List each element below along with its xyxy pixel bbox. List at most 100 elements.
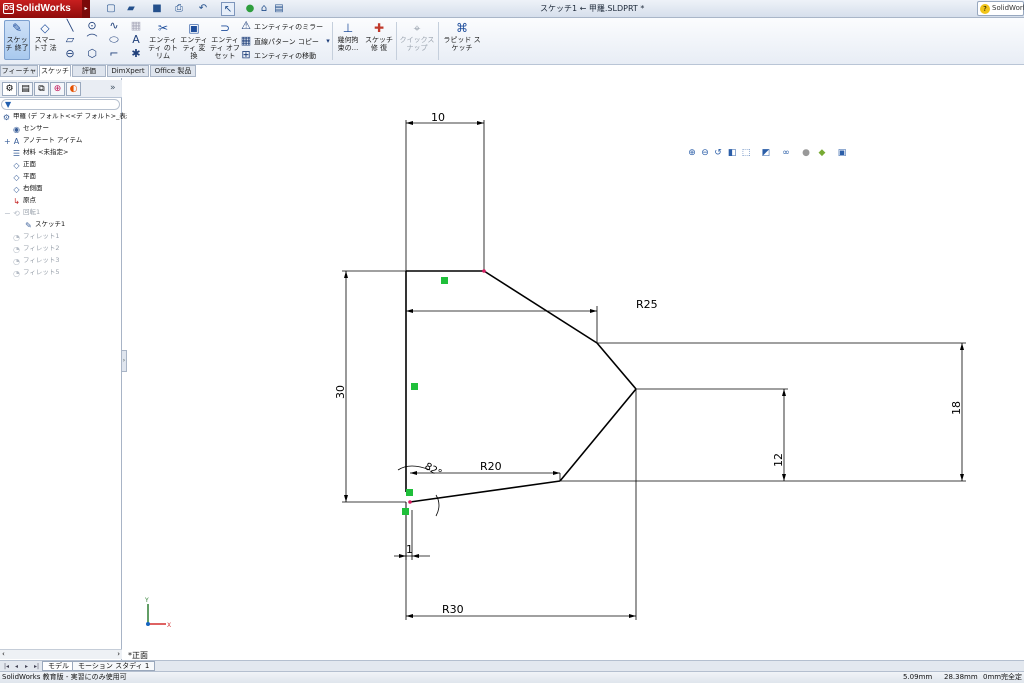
tab-dimxpert[interactable]: DimXpert <box>107 65 149 77</box>
spline-icon[interactable]: ∿ <box>109 19 119 32</box>
tree-item-fillet5[interactable]: ◔フィレット5 <box>12 267 60 278</box>
tree-item-revolve[interactable]: −⟲回転1 <box>4 207 40 218</box>
new-document-icon[interactable]: ▢ <box>106 3 116 14</box>
expand-panel-icon[interactable]: » <box>110 83 116 93</box>
dropdown-arrow-icon[interactable]: ▾ <box>326 37 330 45</box>
tree-item-right-plane[interactable]: ◇右側面 <box>12 183 42 194</box>
fillet-icon: ◔ <box>13 233 20 242</box>
print-icon[interactable]: ⎙ <box>175 3 183 14</box>
menu-arrow-icon[interactable]: ▸ <box>82 0 90 18</box>
smart-dimension-button[interactable]: ◇ スマート寸 法 <box>32 21 58 52</box>
dim-offset-1[interactable]: 1 <box>406 543 413 556</box>
rapid-sketch-button[interactable]: ⌘ ラピッド スケッチ <box>440 21 484 52</box>
hide-show-items-icon[interactable]: ∞ <box>782 148 790 158</box>
sketch-line-lower-tip[interactable] <box>559 388 637 482</box>
view-orientation-icon[interactable]: ⬚ <box>741 148 751 158</box>
panel-horizontal-scrollbar[interactable]: ‹ › <box>0 649 122 659</box>
display-relations-button[interactable]: ⊥ 幾何拘 束の... <box>334 21 362 52</box>
tab-motion-study-1[interactable]: モーション スタディ 1 <box>72 661 156 671</box>
circle-icon[interactable]: ⊙ <box>87 19 97 32</box>
next-tab-icon[interactable]: ▸ <box>24 663 28 670</box>
tab-office-products[interactable]: Office 製品 <box>150 65 196 77</box>
section-view-icon[interactable]: ◧ <box>727 148 737 158</box>
grid-icon[interactable]: ▦ <box>130 19 142 32</box>
sketch-line-bottom[interactable] <box>409 480 561 503</box>
tree-item-origin[interactable]: ↳原点 <box>12 195 36 206</box>
dim-radius-r20[interactable]: R20 <box>480 460 502 473</box>
slot-icon[interactable]: ⊖ <box>65 47 75 60</box>
dim-height-12[interactable]: 12 <box>772 453 785 467</box>
rectangle-icon[interactable]: ▱ <box>65 33 75 46</box>
open-folder-icon[interactable]: ▰ <box>127 3 135 14</box>
sketch-line-upper-slope[interactable] <box>483 270 598 344</box>
polygon-icon[interactable]: ⬡ <box>87 47 97 60</box>
panel-collapse-handle[interactable]: › <box>121 350 127 372</box>
fillet-sketch-icon[interactable]: ⌐ <box>109 47 119 60</box>
linear-pattern-button[interactable]: 直線パターン コピー <box>254 38 319 46</box>
property-manager-tab-icon[interactable]: ▤ <box>18 82 33 96</box>
tree-item-top-plane[interactable]: ◇平面 <box>12 171 36 182</box>
ellipse-icon[interactable]: ⬭ <box>109 33 119 46</box>
last-tab-icon[interactable]: ▸| <box>33 663 40 670</box>
text-icon[interactable]: A <box>132 33 140 46</box>
sketch-line-upper-tip[interactable] <box>596 342 637 390</box>
dim-width-top[interactable]: 10 <box>431 111 445 124</box>
tree-item-front-plane[interactable]: ◇正面 <box>12 159 36 170</box>
repair-sketch-button[interactable]: ✚ スケッチ修 復 <box>364 21 394 52</box>
tree-item-sensors[interactable]: ◉センサー <box>12 123 49 134</box>
save-icon[interactable]: ■ <box>152 3 162 14</box>
tree-item-sketch1[interactable]: ✎スケッチ1 <box>24 219 65 230</box>
dim-height-30[interactable]: 30 <box>334 385 347 399</box>
tree-root-part[interactable]: ⚙甲羅 (デ フォルト<<デ フォルト>_表示状 <box>2 111 139 122</box>
arc-icon[interactable]: ⌒ <box>86 33 98 46</box>
dim-radius-r25[interactable]: R25 <box>636 298 658 311</box>
tree-item-fillet2[interactable]: ◔フィレット2 <box>12 243 60 254</box>
fillet-icon: ◔ <box>13 257 20 266</box>
move-entities-button[interactable]: エンティティの移動 <box>254 52 317 60</box>
convert-entities-button[interactable]: ▣ エンティティ 変換 <box>180 21 208 60</box>
dim-radius-r30[interactable]: R30 <box>442 603 464 616</box>
tab-sketch[interactable]: スケッチ <box>39 65 71 77</box>
tree-item-material[interactable]: ☰材料 <未指定> <box>12 147 69 158</box>
display-style-icon[interactable]: ◩ <box>761 148 771 158</box>
zoom-to-area-icon[interactable]: ⊖ <box>701 148 709 158</box>
graphics-area[interactable]: ⊕ ⊖ ↺ ◧ ⬚ ◩ ∞ ● ◆ ▣ <box>127 78 1024 660</box>
edit-appearance-icon[interactable]: ● <box>802 148 810 158</box>
first-tab-icon[interactable]: |◂ <box>3 663 10 670</box>
previous-view-icon[interactable]: ↺ <box>714 148 722 158</box>
quick-snaps-button[interactable]: ⌖ クイックスナップ <box>398 21 436 52</box>
undo-icon[interactable]: ↶ <box>198 3 208 14</box>
dim-height-18[interactable]: 18 <box>950 401 963 415</box>
apply-scene-icon[interactable]: ◆ <box>818 148 826 158</box>
help-search-box[interactable]: ?SolidWorks <box>977 1 1024 16</box>
display-manager-tab-icon[interactable]: ◐ <box>66 82 81 96</box>
select-pointer-icon[interactable]: ↖ <box>221 2 235 16</box>
tree-item-fillet1[interactable]: ◔フィレット1 <box>12 231 60 242</box>
tab-features[interactable]: フィーチャー <box>0 65 38 86</box>
tree-item-fillet3[interactable]: ◔フィレット3 <box>12 255 60 266</box>
exit-sketch-button[interactable]: ✎ スケッチ 終了 <box>4 20 30 60</box>
view-settings-icon[interactable]: ▣ <box>837 148 847 158</box>
offset-entities-button[interactable]: ⊃ エンティティ オフセット <box>210 21 240 60</box>
tree-filter-input[interactable]: ▼ <box>1 99 120 110</box>
scroll-right-icon[interactable]: › <box>117 650 120 658</box>
line-icon[interactable]: ╲ <box>66 19 74 32</box>
point-icon[interactable]: ✱ <box>131 47 141 60</box>
zoom-to-fit-icon[interactable]: ⊕ <box>688 148 696 158</box>
configuration-tab-icon[interactable]: ⧉ <box>34 82 49 96</box>
trim-entities-button[interactable]: ✂ エンティティ のトリム <box>148 21 178 60</box>
dimxpert-tab-icon[interactable]: ⊕ <box>50 82 65 96</box>
prev-tab-icon[interactable]: ◂ <box>14 663 18 670</box>
sketch-profile <box>405 270 637 503</box>
filter-icon: ▼ <box>5 100 12 109</box>
feature-tree-tab-icon[interactable]: ⚙ <box>2 82 17 96</box>
scroll-left-icon[interactable]: ‹ <box>2 650 5 658</box>
mirror-entities-button[interactable]: エンティティのミラー <box>254 23 324 31</box>
file-properties-icon[interactable]: ▤ <box>274 3 284 14</box>
options-icon[interactable]: ⌂ <box>260 3 268 14</box>
tab-evaluate[interactable]: 評価 <box>72 65 106 77</box>
rebuild-icon[interactable]: ● <box>245 3 255 14</box>
tab-model[interactable]: モデル <box>42 661 75 671</box>
